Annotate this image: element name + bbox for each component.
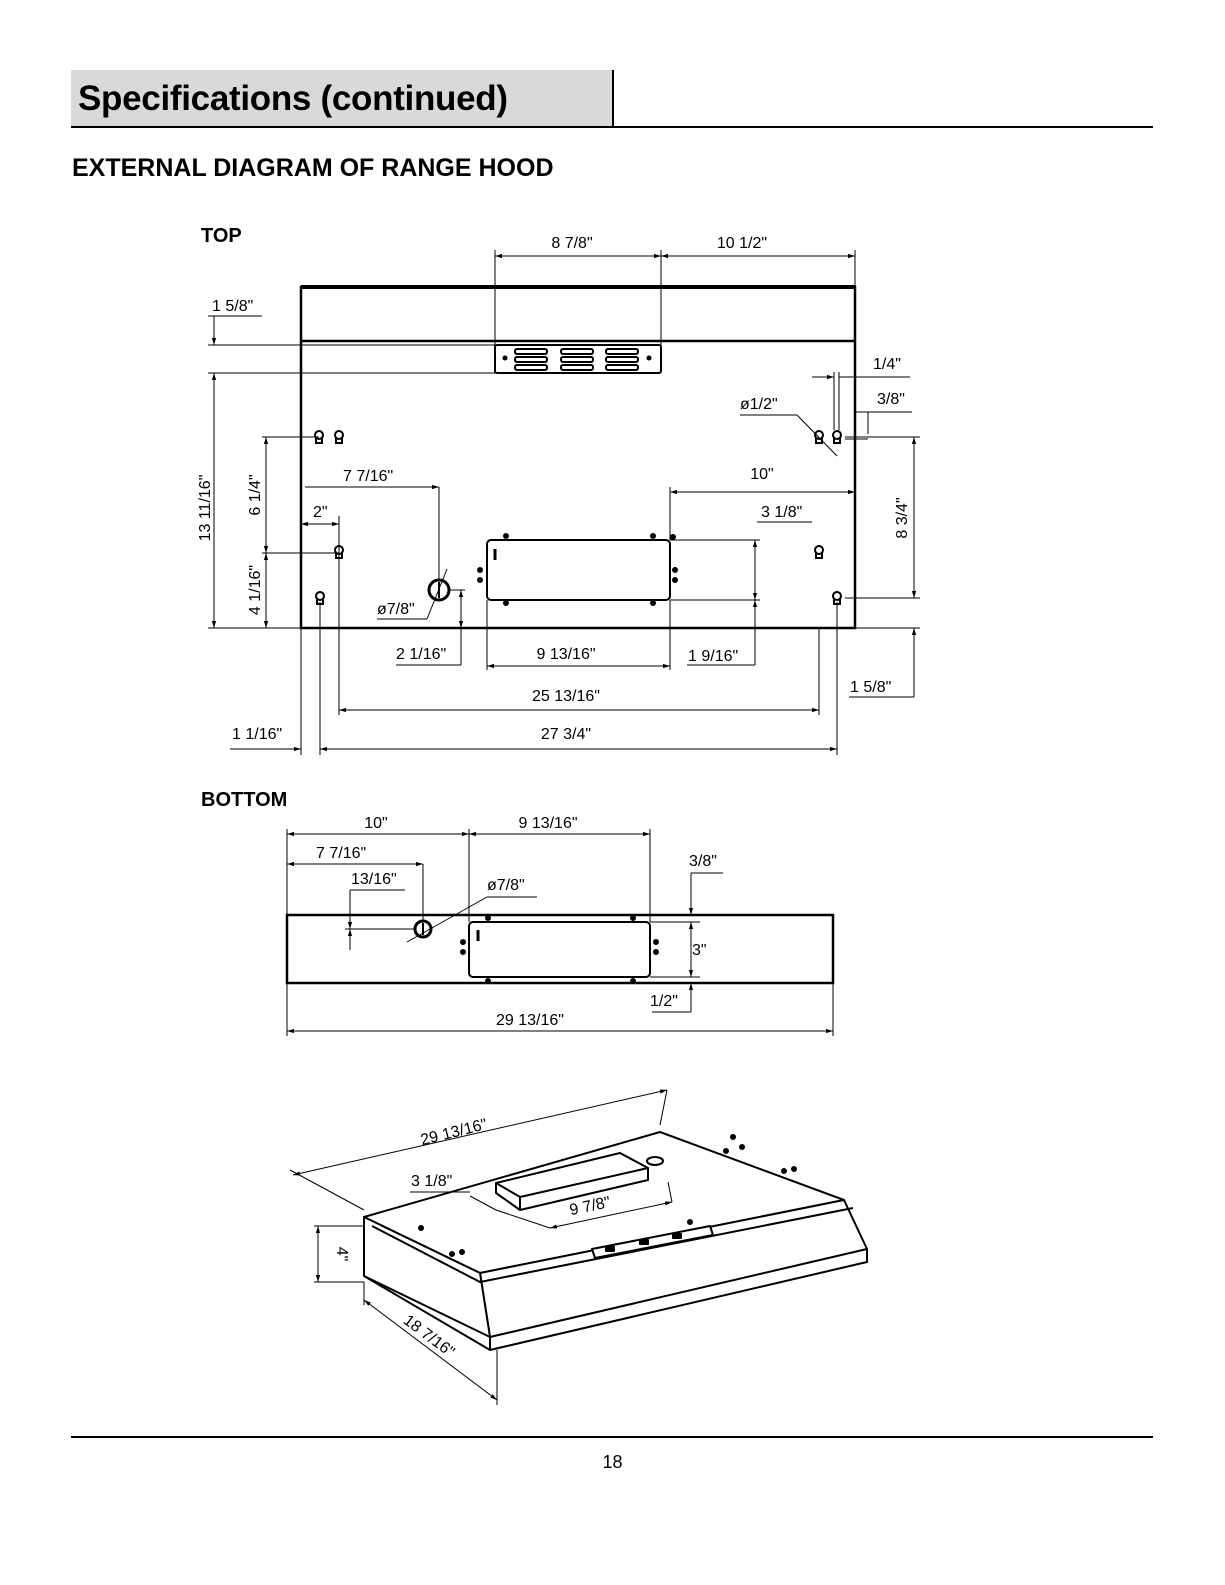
dim-hole-half: ø1/2" bbox=[740, 396, 778, 413]
dim-iso-width: 29 13/16" bbox=[419, 1116, 489, 1149]
bottom-dimension-labels: 10" 9 13/16" 7 7/16" 13/16" ø7/8" 3/8" 3… bbox=[316, 815, 717, 1029]
top-view-label: TOP bbox=[201, 225, 242, 247]
dim-bottom-top-offset: 3/8" bbox=[689, 853, 717, 870]
dim-bottom-box-width: 9 13/16" bbox=[518, 815, 577, 832]
page-title: Specifications (continued) bbox=[78, 79, 508, 118]
dim-iso-duct-depth: 3 1/8" bbox=[411, 1173, 452, 1190]
dim-keyhole-lower: 4 1/16" bbox=[247, 565, 264, 615]
header-bar bbox=[71, 70, 612, 127]
bottom-view-label: BOTTOM bbox=[201, 789, 287, 811]
page-number: 18 bbox=[602, 1452, 623, 1472]
header-divider bbox=[612, 70, 614, 127]
electrical-box bbox=[477, 533, 678, 606]
dim-box-to-right: 10" bbox=[750, 466, 773, 483]
section-title: EXTERNAL DIAGRAM OF RANGE HOOD bbox=[72, 154, 554, 182]
dim-height-total: 13 11/16" bbox=[197, 475, 214, 542]
dim-keyhole-span: 25 13/16" bbox=[532, 688, 600, 705]
dim-vent-width: 8 7/8" bbox=[551, 235, 592, 252]
dim-iso-depth: 18 7/16" bbox=[400, 1312, 457, 1361]
dim-box-bottom: 1 9/16" bbox=[688, 648, 738, 665]
bottom-electrical-box bbox=[460, 915, 659, 984]
top-view-outline bbox=[299, 285, 857, 630]
dim-knockout-y: 2 1/16" bbox=[396, 646, 446, 663]
bottom-view-outline bbox=[285, 913, 835, 985]
dim-right-offset: 3/8" bbox=[877, 391, 905, 408]
top-dimension-lines bbox=[208, 250, 920, 755]
isometric-hood bbox=[363, 1131, 868, 1351]
dim-bottom-total-width: 29 13/16" bbox=[496, 1012, 564, 1029]
dim-bottom-knockout-y: 13/16" bbox=[351, 871, 397, 888]
bottom-dimension-lines bbox=[286, 829, 834, 1036]
dim-keyhole-span-total: 27 3/4" bbox=[541, 726, 591, 743]
dim-right-bottom: 1 5/8" bbox=[850, 679, 891, 696]
dim-vent-to-right: 10 1/2" bbox=[717, 235, 767, 252]
dim-left-two: 2" bbox=[313, 504, 328, 521]
footer-rule bbox=[71, 1436, 1153, 1438]
dim-bottom-knockout-dia: ø7/8" bbox=[487, 877, 525, 894]
header-rule bbox=[71, 126, 1153, 128]
dim-box-height: 3 1/8" bbox=[761, 504, 802, 521]
dim-knockout-dia: ø7/8" bbox=[377, 601, 415, 618]
vent-grille bbox=[494, 344, 662, 374]
dim-knockout-x: 7 7/16" bbox=[343, 468, 393, 485]
dim-left-offset: 1 1/16" bbox=[232, 726, 282, 743]
dim-keyhole-upper: 6 1/4" bbox=[247, 474, 264, 515]
top-dimension-labels: 8 7/8" 10 1/2" 1 5/8" 1/4" 3/8" ø1/2" 13… bbox=[197, 235, 911, 743]
dim-bottom-bottom-offset: 1/2" bbox=[650, 993, 678, 1010]
dim-top-offset: 1 5/8" bbox=[212, 298, 253, 315]
dim-box-width: 9 13/16" bbox=[536, 646, 595, 663]
dim-right-height: 8 3/4" bbox=[894, 497, 911, 538]
dim-bottom-to-box: 10" bbox=[364, 815, 387, 832]
dim-iso-height: 4" bbox=[333, 1247, 350, 1262]
dim-bottom-to-knockout: 7 7/16" bbox=[316, 845, 366, 862]
iso-dimension-lines bbox=[289, 1089, 673, 1405]
dim-bottom-box-height: 3" bbox=[692, 942, 707, 959]
bottom-knockout-icon bbox=[413, 919, 433, 939]
dim-right-tick: 1/4" bbox=[873, 356, 901, 373]
